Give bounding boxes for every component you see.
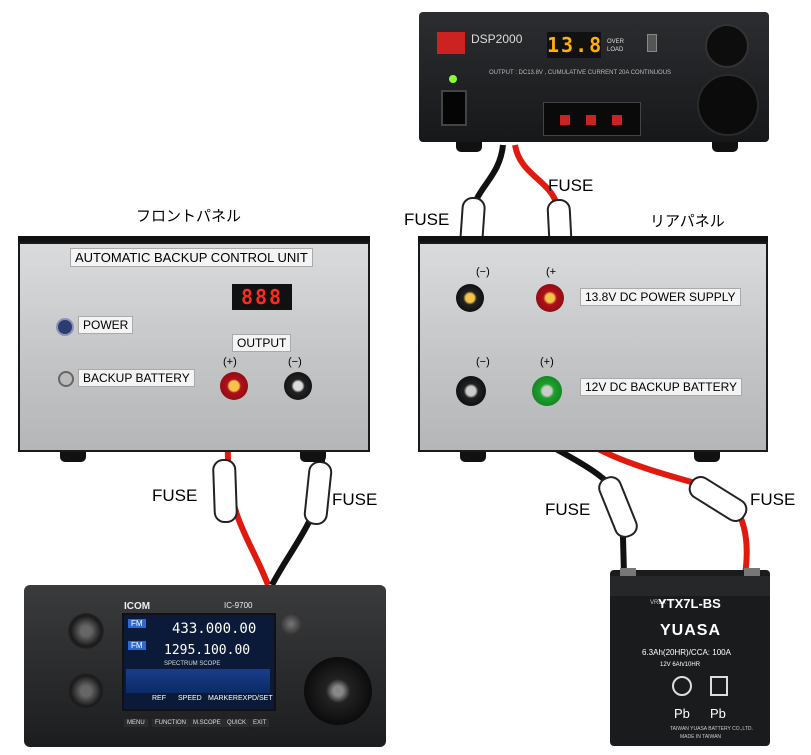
radio-soft-key-1[interactable]: REF — [152, 695, 166, 702]
battery-terminal-minus[interactable] — [620, 568, 636, 576]
backup-led — [58, 371, 74, 387]
psu-power-switch[interactable] — [441, 90, 467, 126]
radio-soft-key-4[interactable]: EXPD/SET — [238, 695, 273, 702]
battery-terminal-plus[interactable] — [744, 568, 760, 576]
radio-knob-left-bottom[interactable] — [68, 673, 104, 709]
rear-battery-plus-terminal[interactable] — [532, 376, 562, 406]
psu-power-led — [449, 75, 457, 83]
psu-overload-label: OVER LOAD — [607, 39, 625, 53]
backup-battery-label: BACKUP BATTERY — [78, 369, 195, 387]
front-unit-title: AUTOMATIC BACKUP CONTROL UNIT — [70, 248, 313, 267]
radio-bottom-key-3[interactable]: M.SCOPE — [190, 719, 224, 727]
battery-rating: 6.3Ah(20HR)/CCA: 100A — [642, 648, 731, 657]
radio-bottom-key-2[interactable]: FUNCTION — [152, 719, 189, 727]
rear-plus-label-bottom: (+) — [540, 356, 554, 368]
power-label: POWER — [78, 316, 134, 334]
psu-brand-badge — [437, 32, 465, 54]
battery-made: MADE IN TAIWAN — [680, 734, 722, 740]
fuse-label-front-black: FUSE — [332, 490, 378, 509]
battery-top — [610, 576, 770, 596]
radio-screen[interactable]: FM 433.000.00 FM 1295.100.00 SPECTRUM SC… — [122, 613, 276, 711]
radio-main-dial[interactable] — [304, 657, 372, 725]
output-label: OUTPUT — [232, 334, 292, 352]
battery: VRLA YTX7L-BS YUASA 6.3Ah(20HR)/CCA: 100… — [610, 568, 770, 746]
radio-freq-sub: 1295.100.00 — [164, 643, 251, 658]
rear-supply-minus-terminal[interactable] — [456, 284, 484, 312]
psu-knob-large[interactable] — [697, 74, 759, 136]
power-led — [56, 318, 74, 336]
rear-minus-label-top: (−) — [476, 266, 490, 278]
rear-minus-label-bottom: (−) — [476, 356, 490, 368]
radio-spectrum — [126, 669, 270, 693]
radio-bottom-key-1[interactable]: MENU — [124, 719, 148, 727]
radio-brand: ICOM — [124, 601, 151, 612]
rear-unit-foot — [694, 452, 720, 462]
radio-mode-2: FM — [128, 641, 146, 650]
rear-panel-label: リアパネル — [650, 212, 725, 230]
rear-supply-plus-terminal[interactable] — [536, 284, 564, 312]
radio-knob-small[interactable] — [280, 613, 302, 635]
battery-vrla: VRLA — [650, 600, 666, 606]
radio-mode-1: FM — [128, 619, 146, 628]
psu-foot — [456, 142, 482, 152]
battery-pb-2: Pb — [710, 706, 726, 721]
radio-soft-key-3[interactable]: MARKER — [208, 695, 238, 702]
battery-rating-2: 12V 6Ah/10HR — [660, 662, 701, 668]
front-unit-display: 888 — [232, 284, 292, 310]
battery-maker: TAIWAN YUASA BATTERY CO.,LTD. — [670, 726, 753, 732]
recycle-icon — [672, 676, 692, 696]
front-panel-label: フロントパネル — [136, 207, 242, 225]
radio-bottom-key-4[interactable]: QUICK — [224, 719, 250, 727]
fuse-label-battery-red: FUSE — [750, 490, 796, 509]
radio-model: IC-9700 — [224, 601, 253, 610]
front-plus-terminal[interactable] — [220, 372, 248, 400]
fuse-label-front-red: FUSE — [152, 486, 198, 505]
rear-supply-label: 13.8V DC POWER SUPPLY — [580, 288, 741, 306]
radio-knob-left-top[interactable] — [68, 613, 104, 649]
battery-pb-1: Pb — [674, 706, 690, 721]
rear-battery-minus-terminal[interactable] — [456, 376, 486, 406]
rear-unit: (−) (+ 13.8V DC POWER SUPPLY (−) (+) 12V… — [418, 242, 768, 452]
fuse-holder-icon — [212, 458, 238, 524]
battery-brand: YUASA — [660, 622, 722, 639]
rear-unit-top — [418, 236, 768, 244]
front-minus-terminal[interactable] — [284, 372, 312, 400]
power-supply: DSP2000 13.8 OVER LOAD OUTPUT : DC13.8V … — [419, 12, 769, 142]
battery-model: YTX7L-BS — [658, 596, 721, 611]
fuse-label-psu-red: FUSE — [548, 176, 594, 195]
rear-battery-label: 12V DC BACKUP BATTERY — [580, 378, 743, 396]
radio-bottom-key-5[interactable]: EXIT — [250, 719, 270, 727]
transceiver: ICOM IC-9700 FM 433.000.00 FM 1295.100.0… — [24, 585, 386, 747]
front-unit-foot — [60, 452, 86, 462]
fuse-holder-icon — [303, 461, 333, 525]
psu-foot — [712, 142, 738, 152]
psu-output-text: OUTPUT : DC13.8V , CUMULATIVE CURRENT 20… — [489, 70, 672, 76]
rear-plus-label-top: (+ — [546, 266, 557, 278]
front-unit-top — [18, 236, 370, 244]
fuse-label-psu-black: FUSE — [404, 210, 450, 229]
fuse-holder-icon — [688, 476, 748, 522]
psu-terminal-block — [543, 102, 641, 136]
front-unit-foot — [300, 452, 326, 462]
radio-scope-label: SPECTRUM SCOPE — [164, 661, 221, 667]
rear-unit-foot — [460, 452, 486, 462]
psu-voltage-display: 13.8 — [547, 32, 604, 58]
radio-freq-main: 433.000.00 — [172, 621, 257, 637]
fuse-holder-icon — [598, 476, 638, 538]
front-plus-label: (+) — [223, 356, 237, 368]
front-minus-label: (−) — [288, 356, 302, 368]
bin-crossed-icon — [710, 676, 728, 696]
radio-soft-key-2[interactable]: SPEED — [178, 695, 202, 702]
psu-switch[interactable] — [647, 34, 657, 52]
fuse-label-battery-black: FUSE — [545, 500, 591, 519]
front-unit: AUTOMATIC BACKUP CONTROL UNIT 888 POWER … — [18, 242, 370, 452]
psu-model: DSP2000 — [471, 32, 523, 46]
psu-knob-top[interactable] — [705, 24, 749, 68]
